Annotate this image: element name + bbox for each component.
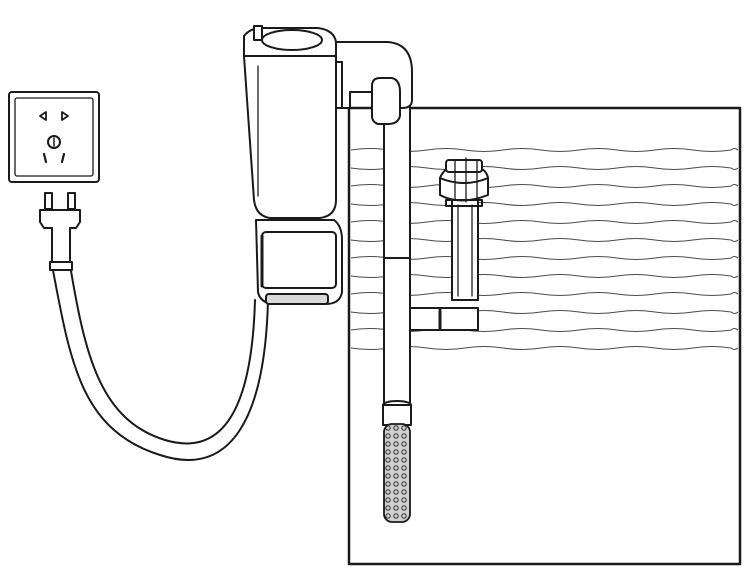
water-waves-icon	[350, 148, 739, 350]
intake-strainer	[383, 423, 411, 523]
water-wave-line	[350, 202, 739, 206]
surface-skimmer	[409, 157, 489, 331]
aquarium-tank	[347, 106, 742, 566]
water-wave-line	[350, 274, 739, 278]
water-wave-line	[350, 346, 739, 350]
power-socket-icon	[8, 91, 100, 183]
water-wave-line	[350, 256, 739, 260]
power-plug-icon	[39, 192, 81, 271]
water-wave-line	[350, 166, 739, 170]
power-cord	[51, 264, 269, 461]
water-wave-line	[350, 148, 739, 152]
filter-box	[243, 25, 413, 305]
water-wave-line	[350, 184, 739, 188]
water-wave-line	[350, 238, 739, 242]
water-wave-line	[350, 220, 739, 224]
intake-tube	[382, 99, 412, 426]
water-wave-line	[350, 292, 739, 296]
